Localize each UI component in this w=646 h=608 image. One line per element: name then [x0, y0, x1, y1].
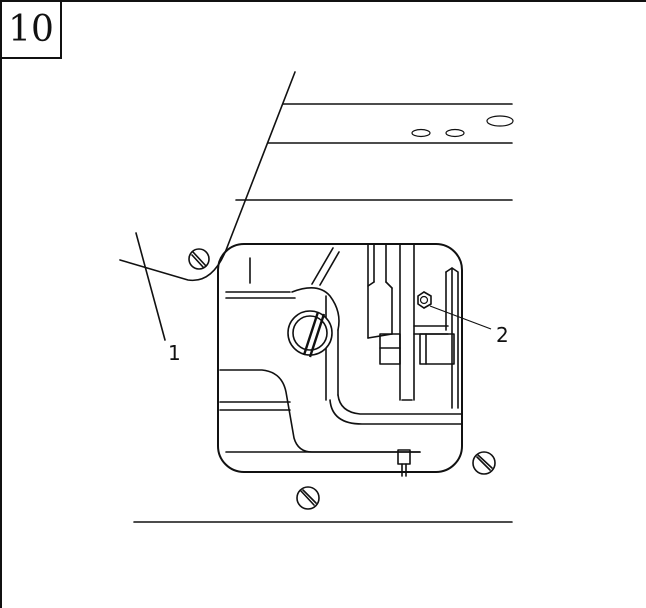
figure-number: 10: [2, 2, 62, 59]
callout-2: 2: [496, 323, 509, 347]
plate-hole: [411, 128, 431, 138]
inspection-window: [217, 243, 463, 477]
callout-1: 1: [168, 341, 181, 365]
leader-line-2: [429, 305, 492, 330]
fabric-edge: [119, 71, 296, 341]
plate-hole: [445, 128, 465, 138]
bed-plate: [133, 103, 514, 523]
plate-hole: [486, 115, 514, 127]
screw-icon: [188, 248, 210, 270]
screw-icon: [287, 310, 333, 358]
screw-icon: [472, 451, 496, 475]
screw-icon: [296, 486, 320, 510]
nut-icon: [417, 291, 432, 309]
